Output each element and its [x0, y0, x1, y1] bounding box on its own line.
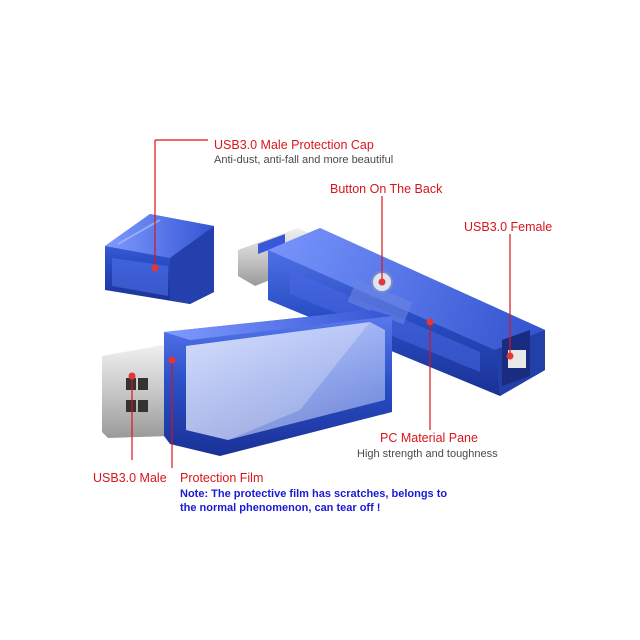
note-line-1: Note: The protective film has scratches,…	[180, 488, 448, 500]
usb-male-label: USB3.0 Male	[93, 471, 167, 485]
usb-protection-cap	[105, 214, 214, 304]
pc-pane-subtitle: High strength and toughness	[357, 448, 498, 460]
usb-female-label: USB3.0 Female	[464, 220, 553, 234]
callout-dots	[128, 264, 514, 380]
callout-lines	[131, 139, 511, 468]
back-device	[238, 228, 545, 396]
note-line-2: the normal phenomenon, can tear off !	[180, 502, 381, 514]
usb-cap-subtitle: Anti-dust, anti-fall and more beautiful	[214, 154, 394, 166]
front-device	[102, 310, 392, 456]
protection-film-label: Protection Film	[180, 471, 264, 485]
button-back-label: Button On The Back	[330, 182, 443, 196]
pc-pane-title: PC Material Pane	[380, 431, 478, 445]
usb-cap-title: USB3.0 Male Protection Cap	[214, 138, 374, 152]
